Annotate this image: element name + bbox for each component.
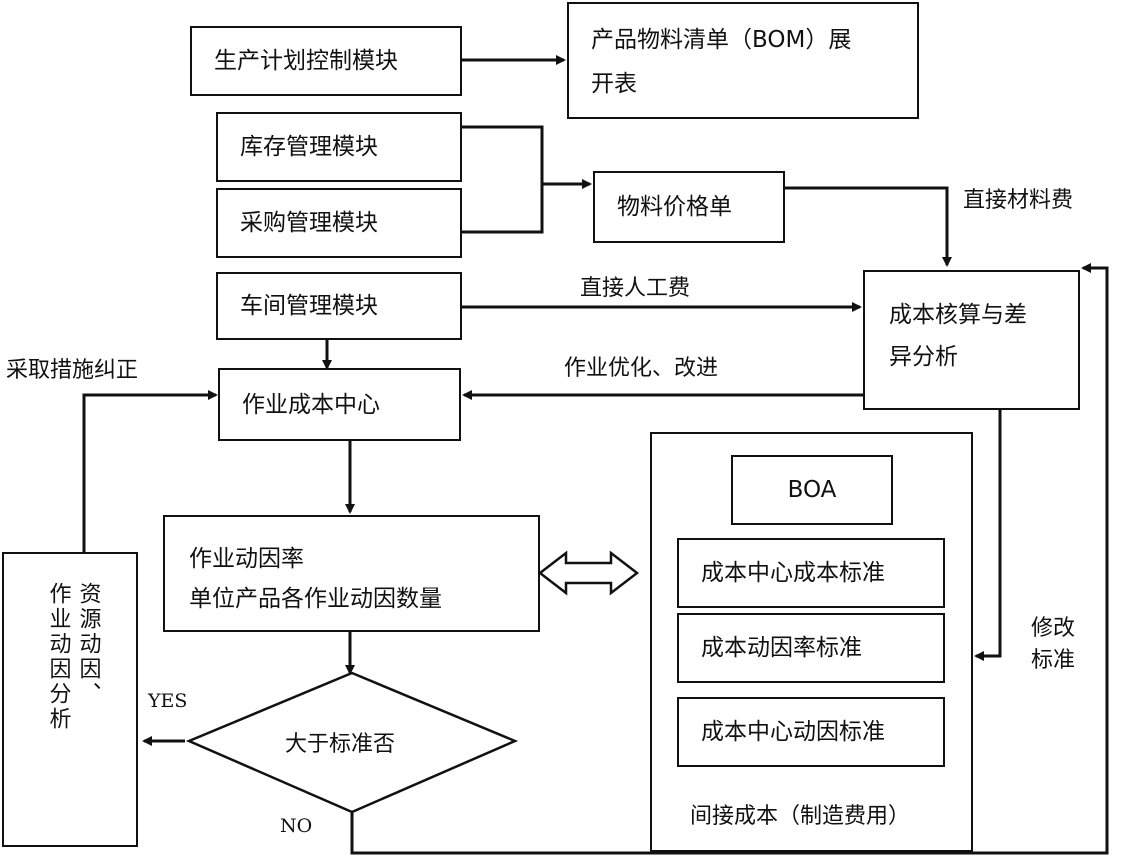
decision-label: 大于标准否 bbox=[285, 732, 396, 757]
cost-accounting-label-2: 异分析 bbox=[889, 344, 958, 370]
boa-box: BOA bbox=[731, 455, 893, 525]
std-driver-rate-box: 成本动因率标准 bbox=[677, 613, 945, 683]
driver-rate-box: 作业动因率 单位产品各作业动因数量 bbox=[163, 515, 540, 632]
analysis-box bbox=[2, 552, 138, 847]
activity-center-box: 作业成本中心 bbox=[218, 368, 461, 441]
corrective-label: 采取措施纠正 bbox=[6, 358, 139, 383]
std-center-cost-box: 成本中心成本标准 bbox=[677, 538, 945, 608]
indirect-cost-label: 间接成本（制造费用） bbox=[690, 804, 911, 829]
arrow-no-loop bbox=[350, 263, 1109, 855]
arrow-modify-standard bbox=[974, 410, 1002, 661]
inventory-label: 库存管理模块 bbox=[240, 134, 378, 160]
driver-rate-label-1: 作业动因率 bbox=[189, 546, 304, 572]
std-center-cost-label: 成本中心成本标准 bbox=[701, 560, 885, 586]
cost-accounting-box: 成本核算与差 异分析 bbox=[863, 270, 1080, 410]
analysis-col-1: 资源动因、 bbox=[74, 582, 102, 707]
optimize-label: 作业优化、改进 bbox=[564, 356, 719, 381]
analysis-label-2: 作业动因分析 bbox=[45, 582, 71, 732]
decision-diamond bbox=[185, 671, 519, 814]
boa-label: BOA bbox=[787, 477, 837, 503]
direct-material-label: 直接材料费 bbox=[963, 188, 1074, 213]
connector-inventory-purchase bbox=[462, 125, 544, 234]
inventory-box: 库存管理模块 bbox=[216, 112, 462, 182]
workshop-label: 车间管理模块 bbox=[240, 293, 378, 319]
material-price-label: 物料价格单 bbox=[617, 194, 732, 220]
cost-accounting-label-1: 成本核算与差 bbox=[889, 302, 1027, 328]
direct-labor-label: 直接人工费 bbox=[580, 276, 691, 301]
yes-label: YES bbox=[148, 690, 188, 712]
analysis-col-2: 作业动因分析 bbox=[44, 582, 72, 732]
driver-rate-label-2: 单位产品各作业动因数量 bbox=[189, 586, 442, 612]
bom-label-2: 开表 bbox=[591, 71, 637, 97]
arrow-direct-material bbox=[785, 186, 952, 267]
purchase-box: 采购管理模块 bbox=[216, 188, 462, 258]
workshop-box: 车间管理模块 bbox=[216, 272, 462, 340]
purchase-label: 采购管理模块 bbox=[240, 210, 378, 236]
no-label: NO bbox=[280, 815, 313, 837]
production-plan-box: 生产计划控制模块 bbox=[190, 26, 462, 96]
analysis-label-1: 资源动因、 bbox=[75, 582, 101, 707]
modify-label-1: 修改 bbox=[1031, 616, 1076, 641]
material-price-box: 物料价格单 bbox=[593, 171, 785, 243]
arrow-corrective bbox=[82, 390, 218, 552]
bom-label-1: 产品物料清单（BOM）展 bbox=[591, 27, 852, 53]
double-arrow bbox=[537, 550, 640, 596]
modify-label-2: 标准 bbox=[1031, 648, 1076, 673]
std-center-driver-label: 成本中心动因标准 bbox=[701, 719, 885, 745]
production-plan-label: 生产计划控制模块 bbox=[214, 48, 398, 74]
std-center-driver-box: 成本中心动因标准 bbox=[677, 697, 945, 767]
bom-box: 产品物料清单（BOM）展 开表 bbox=[567, 2, 919, 119]
std-driver-rate-label: 成本动因率标准 bbox=[701, 635, 862, 661]
activity-center-label: 作业成本中心 bbox=[242, 391, 380, 418]
